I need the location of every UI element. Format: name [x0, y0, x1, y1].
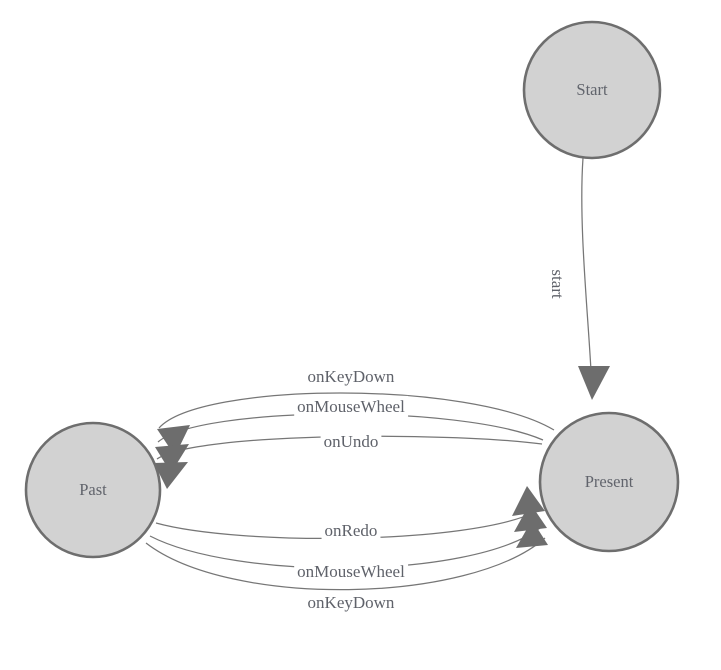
edge-label-group-past-to-present-redo: onRedo	[321, 519, 381, 541]
node-start[interactable]: Start	[522, 20, 662, 160]
edge-label-layer: start onKeyDown onMouseWheel onUndo onRe…	[294, 266, 569, 613]
arrowhead-layer	[154, 366, 610, 548]
edge-label-backdrop-start	[547, 266, 569, 302]
node-past[interactable]: Past	[24, 421, 162, 559]
edge-label-present-to-past-mousewheel: onMouseWheel	[297, 397, 405, 416]
node-past-circle[interactable]	[24, 421, 162, 559]
edge-label-group-past-to-present-mousewheel: onMouseWheel	[294, 560, 409, 582]
edge-label-backdrop-3	[320, 430, 382, 452]
node-present[interactable]: Present	[538, 411, 680, 553]
edge-past-to-present-keydown[interactable]	[145, 537, 546, 591]
edge-label-backdrop-4	[321, 519, 381, 541]
edge-label-group-past-to-present-keydown: onKeyDown	[304, 591, 398, 613]
edge-label-group-present-to-past-mousewheel: onMouseWheel	[294, 395, 409, 417]
edge-label-start: start	[548, 269, 567, 299]
edge-label-present-to-past-keydown: onKeyDown	[308, 367, 395, 386]
edge-label-backdrop-2	[294, 395, 409, 417]
arrowhead-into-present-upper	[512, 486, 545, 516]
node-past-label: Past	[79, 480, 107, 499]
edge-start-to-present[interactable]	[581, 157, 593, 393]
node-present-label: Present	[585, 472, 634, 491]
edge-label-backdrop-5	[294, 560, 409, 582]
arrowhead-into-present-lower	[516, 520, 548, 548]
node-start-circle[interactable]	[522, 20, 662, 160]
edge-label-present-to-past-undo: onUndo	[324, 432, 379, 451]
edge-label-backdrop-6	[304, 591, 398, 613]
edge-label-past-to-present-mousewheel: onMouseWheel	[297, 562, 405, 581]
arrowhead-into-present-middle	[514, 503, 547, 532]
edge-label-group-present-to-past-keydown: onKeyDown	[304, 365, 398, 387]
node-present-circle[interactable]	[538, 411, 680, 553]
arrowhead-into-past-lower	[154, 462, 188, 489]
arrowhead-into-present-top	[578, 366, 610, 400]
edge-label-past-to-present-redo: onRedo	[325, 521, 378, 540]
edge-label-group-start: start	[547, 266, 569, 302]
arrowhead-into-past-middle	[155, 444, 189, 473]
arrowhead-into-past-upper	[157, 425, 190, 456]
edge-label-past-to-present-keydown: onKeyDown	[308, 593, 395, 612]
edge-label-group-present-to-past-undo: onUndo	[320, 430, 382, 452]
edge-label-backdrop-1	[304, 365, 398, 387]
node-start-label: Start	[576, 80, 608, 99]
edge-present-to-past-keydown[interactable]	[158, 392, 555, 431]
